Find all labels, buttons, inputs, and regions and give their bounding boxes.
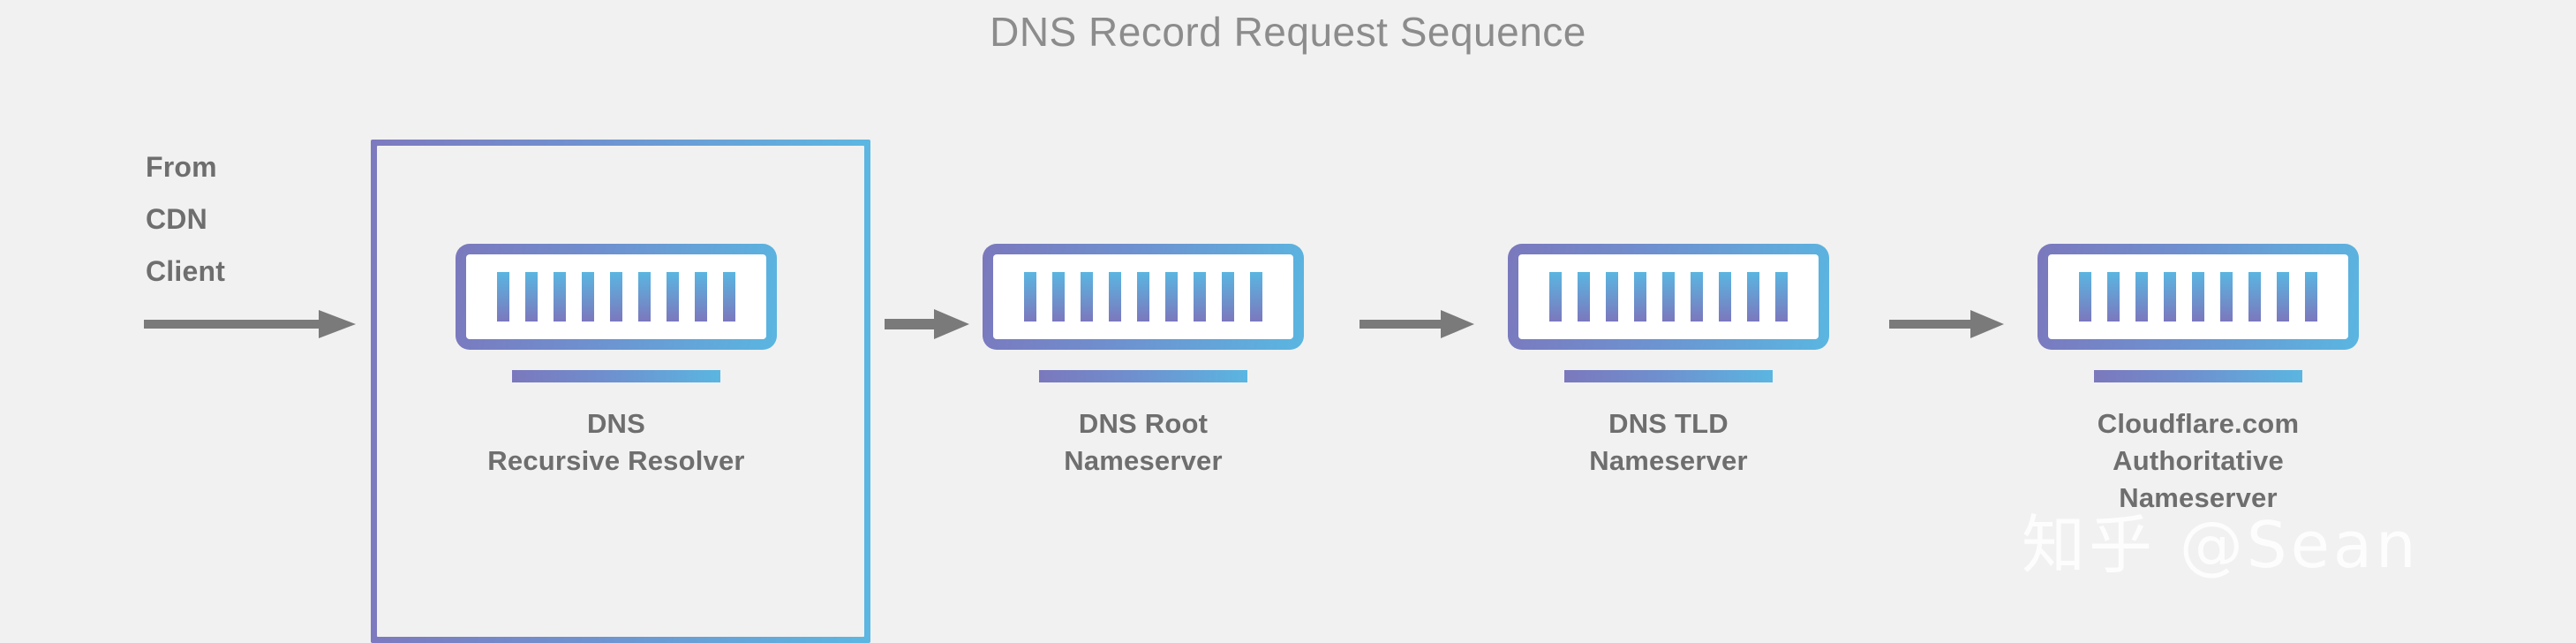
node-label-line-1: Cloudflare.com <box>2097 408 2300 439</box>
server-icon-face <box>2048 254 2348 339</box>
server-bar <box>1719 272 1731 322</box>
node-label-line-2: Authoritative <box>2113 445 2284 476</box>
recursive-resolver-highlight-box <box>371 140 870 643</box>
server-bar <box>554 272 566 322</box>
server-bar <box>1747 272 1759 322</box>
server-bar <box>1662 272 1675 322</box>
server-bar <box>1024 272 1036 322</box>
source-line-3: Client <box>146 255 226 287</box>
node-label-line-1: DNS TLD <box>1608 408 1729 439</box>
server-bar <box>1775 272 1788 322</box>
server-icon <box>2037 244 2359 350</box>
server-bar <box>2164 272 2176 322</box>
node-label-line-1: DNS Root <box>1078 408 1209 439</box>
arrow-root-to-tld-icon <box>1360 306 1474 342</box>
server-bar <box>667 272 679 322</box>
server-bar <box>1606 272 1618 322</box>
server-underline <box>512 370 720 382</box>
server-bar <box>2277 272 2289 322</box>
server-bar <box>610 272 622 322</box>
server-bar <box>1137 272 1149 322</box>
node-cloudflare-authoritative-nameserver[interactable]: Cloudflare.com Authoritative Nameserver <box>2037 244 2359 517</box>
server-bar <box>497 272 509 322</box>
server-icon-face <box>1518 254 1819 339</box>
node-dns-recursive-resolver[interactable]: DNS Recursive Resolver <box>456 244 777 480</box>
server-bar <box>525 272 538 322</box>
server-icon <box>983 244 1304 350</box>
server-bar <box>2079 272 2091 322</box>
arrow-tld-to-authoritative-icon <box>1889 306 2004 342</box>
server-bar <box>1222 272 1234 322</box>
source-line-1: From <box>146 151 217 183</box>
server-bar <box>1052 272 1065 322</box>
server-bar <box>2248 272 2261 322</box>
server-underline <box>1564 370 1773 382</box>
server-bar <box>1549 272 1562 322</box>
server-bar <box>2107 272 2120 322</box>
arrow-resolver-to-root-icon <box>885 306 969 342</box>
server-underline <box>1039 370 1247 382</box>
from-cdn-client-label-group: From CDN Client <box>146 141 349 298</box>
node-label: Cloudflare.com Authoritative Nameserver <box>2037 405 2359 517</box>
server-bar <box>1109 272 1121 322</box>
server-icon-face <box>993 254 1293 339</box>
node-label-line-2: Nameserver <box>1064 445 1223 476</box>
node-dns-root-nameserver[interactable]: DNS Root Nameserver <box>983 244 1304 480</box>
server-bar <box>695 272 707 322</box>
server-icon <box>1508 244 1829 350</box>
server-bar <box>1250 272 1262 322</box>
node-dns-tld-nameserver[interactable]: DNS TLD Nameserver <box>1508 244 1829 480</box>
arrow-client-to-resolver-icon <box>144 306 356 342</box>
server-bar <box>582 272 594 322</box>
server-bar <box>2192 272 2204 322</box>
recursive-resolver-highlight-box-inner <box>377 146 864 637</box>
server-bar <box>2305 272 2317 322</box>
node-label: DNS TLD Nameserver <box>1508 405 1829 480</box>
node-label: DNS Recursive Resolver <box>456 405 777 480</box>
node-label-line-2: Recursive Resolver <box>487 445 745 476</box>
server-bar <box>2220 272 2233 322</box>
server-bar <box>1081 272 1093 322</box>
server-icon-face <box>466 254 766 339</box>
server-bar <box>1691 272 1703 322</box>
node-label-line-1: DNS <box>586 408 646 439</box>
source-line-2: CDN <box>146 203 207 235</box>
server-bar <box>1634 272 1646 322</box>
server-bar <box>1194 272 1206 322</box>
server-bar <box>1165 272 1178 322</box>
server-icon <box>456 244 777 350</box>
server-bar <box>638 272 651 322</box>
server-bar <box>1578 272 1590 322</box>
page-title: DNS Record Request Sequence <box>990 9 1586 55</box>
server-bar <box>2135 272 2148 322</box>
node-label-line-2: Nameserver <box>1589 445 1748 476</box>
node-label: DNS Root Nameserver <box>983 405 1304 480</box>
node-label-line-3: Nameserver <box>2119 482 2278 513</box>
server-bar <box>723 272 735 322</box>
server-underline <box>2094 370 2302 382</box>
